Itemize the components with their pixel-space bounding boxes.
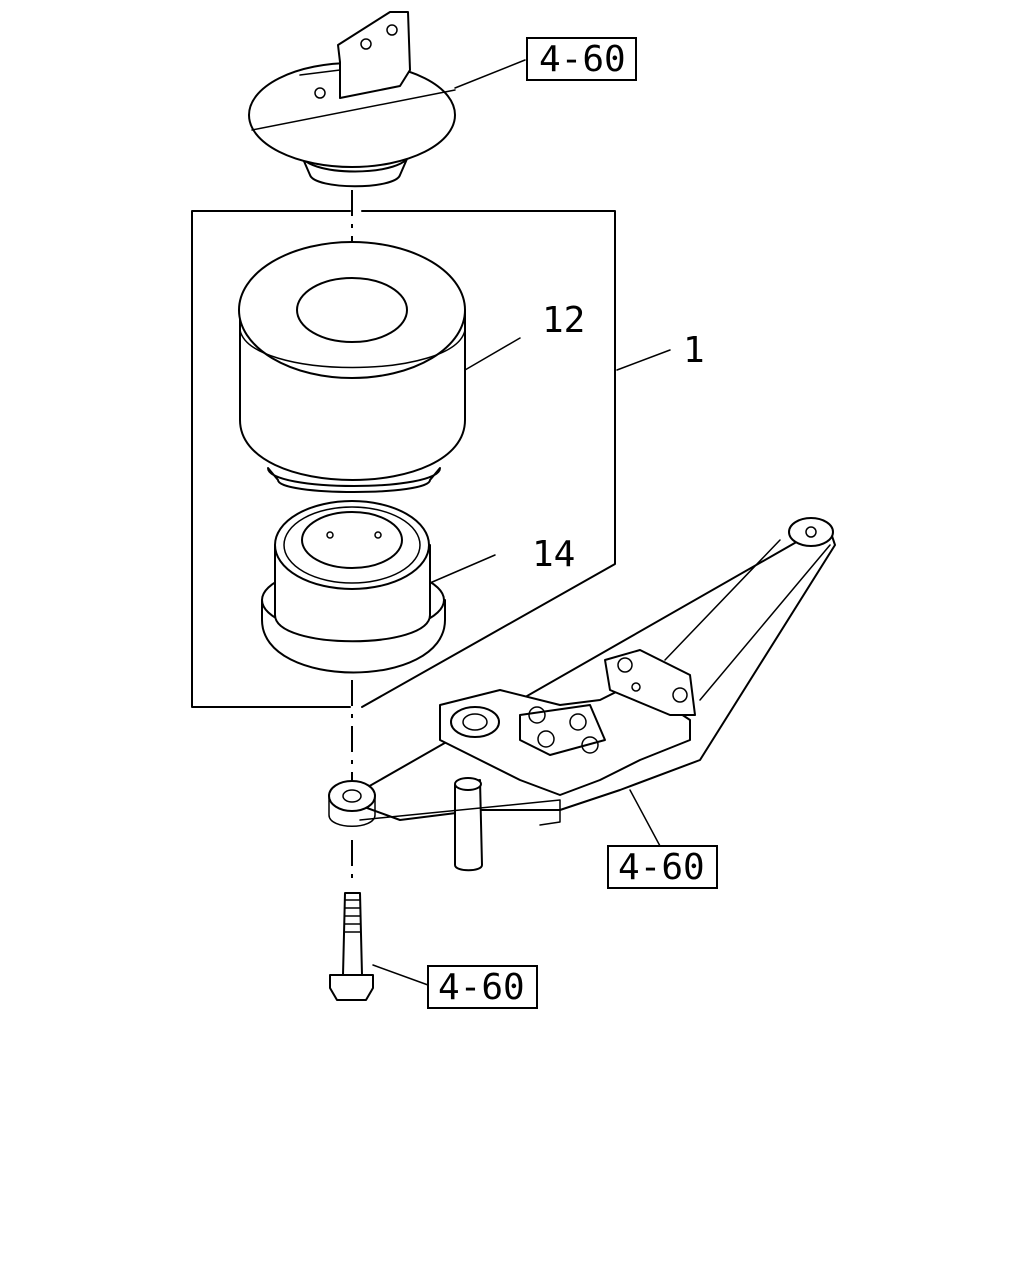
leader-part-1 (616, 349, 671, 371)
leader-bracket-ref (629, 789, 661, 847)
part-14-bushing (261, 500, 446, 674)
bracket-ref-label: 4-60 (618, 847, 705, 888)
top-ref-label: 4-60 (539, 39, 626, 80)
part-1-frame (191, 210, 616, 708)
part-12-label: 12 (542, 300, 585, 341)
bolt-ref-label: 4-60 (438, 967, 525, 1008)
bracket-ref-box (607, 845, 718, 889)
part-1-label: 1 (683, 330, 705, 371)
top-mount-plate (248, 11, 456, 188)
part-12-cushion (238, 241, 466, 493)
top-ref-box (526, 37, 637, 81)
mounting-bracket (328, 517, 836, 872)
bolt-ref-box (427, 965, 538, 1009)
leader-part-14 (429, 554, 496, 584)
leader-bolt-ref (372, 964, 429, 986)
leader-top-ref (454, 59, 526, 89)
mounting-bolt (329, 892, 374, 1001)
leader-part-12 (464, 337, 521, 371)
part-14-label: 14 (532, 534, 575, 575)
